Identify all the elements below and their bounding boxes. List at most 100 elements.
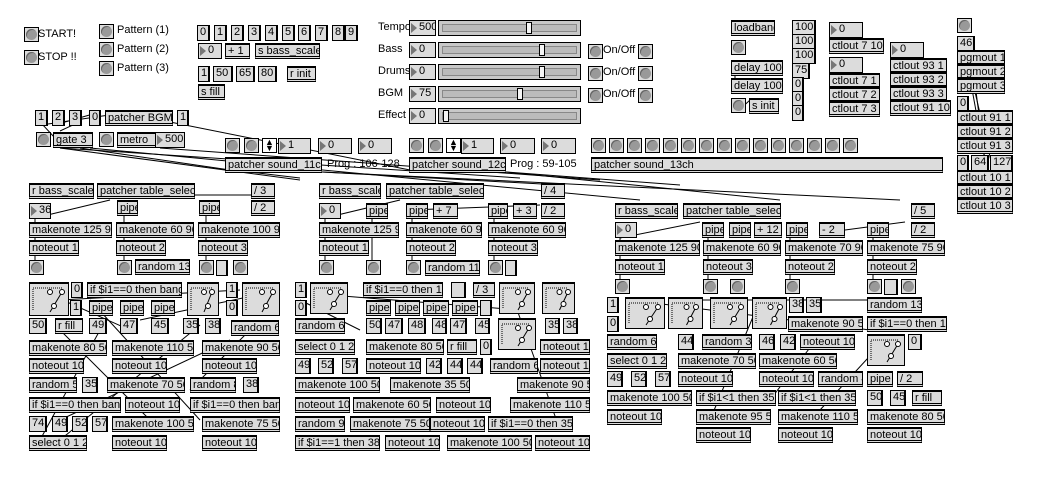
bang-button[interactable]	[663, 138, 678, 153]
object-box[interactable]: noteout 10	[29, 358, 84, 374]
object-box[interactable]: select 0 1 2	[29, 435, 87, 451]
number-box[interactable]: 0	[319, 203, 341, 219]
object-box[interactable]: / 2	[541, 203, 565, 219]
message-box[interactable]: 5	[282, 25, 295, 41]
number-box[interactable]: 1	[278, 138, 311, 154]
bang-button[interactable]	[807, 138, 822, 153]
object-box[interactable]: pipe	[786, 222, 808, 238]
bang-button[interactable]	[225, 138, 240, 153]
object-box[interactable]: delay 100	[731, 78, 783, 94]
message-box[interactable]: 0	[295, 300, 307, 316]
object-box[interactable]: random 6	[607, 334, 657, 350]
object-box[interactable]: / 2	[251, 200, 275, 216]
bang-button[interactable]	[588, 88, 603, 103]
object-box[interactable]: pipe	[729, 222, 751, 238]
slider-knob[interactable]	[539, 66, 545, 78]
object-box[interactable]: makenote 90 50	[202, 340, 280, 356]
object-box[interactable]: makenote 110 50	[510, 397, 590, 413]
gate-switch[interactable]	[710, 297, 748, 329]
object-box[interactable]: makenote 100 50	[447, 435, 532, 451]
message-box[interactable]: 1	[177, 110, 189, 126]
message-box[interactable]	[884, 279, 898, 295]
message-box[interactable]: 38	[563, 318, 578, 334]
object-box[interactable]: delay 100	[731, 60, 783, 76]
bang-button[interactable]	[638, 66, 653, 81]
message-box[interactable]: 9	[345, 25, 358, 41]
object-box[interactable]: ctlout 91 10	[890, 100, 951, 116]
object-box[interactable]: noteout 10	[759, 371, 814, 387]
object-box[interactable]: noteout 10	[366, 358, 421, 374]
object-box[interactable]: pipe	[199, 200, 220, 216]
bang-button[interactable]	[867, 279, 882, 294]
object-box[interactable]: makenote 100 90	[198, 222, 280, 238]
object-box[interactable]: makenote 80 50	[366, 339, 444, 355]
message-box[interactable]: 57	[342, 358, 358, 374]
message-box[interactable]: 1	[607, 297, 619, 313]
bang-button[interactable]	[638, 44, 653, 59]
number-box[interactable]: 0	[318, 138, 352, 154]
bang-button[interactable]	[244, 138, 259, 153]
bang-button[interactable]	[609, 138, 624, 153]
message-box[interactable]: 6	[298, 25, 311, 41]
bang-button[interactable]	[731, 98, 746, 113]
bang-button[interactable]	[588, 66, 603, 81]
object-box[interactable]: ctlout 91 3	[957, 138, 1013, 154]
message-box[interactable]: 42	[780, 334, 796, 350]
message-box[interactable]: 4	[265, 25, 278, 41]
object-box[interactable]: patcher BGM1	[105, 110, 173, 126]
number-box[interactable]: 0	[829, 57, 863, 73]
object-box[interactable]: pipe	[867, 222, 889, 238]
gate-switch[interactable]	[29, 282, 69, 316]
mixer-value-number-box[interactable]: 0	[409, 64, 436, 80]
message-box[interactable]: 0	[480, 339, 492, 355]
mixer-slider[interactable]	[438, 108, 581, 124]
object-box[interactable]: + 3	[513, 203, 537, 219]
object-box[interactable]: / 2	[911, 222, 935, 238]
object-box[interactable]: noteout 2	[785, 259, 835, 275]
object-box[interactable]: random 11	[425, 260, 480, 276]
message-box[interactable]: 64	[971, 155, 989, 171]
object-box[interactable]: pipe	[452, 300, 478, 316]
object-box[interactable]: makenote 100 50	[607, 390, 692, 406]
gate-switch[interactable]	[752, 297, 787, 329]
object-box[interactable]: if $i1==1 then 38	[295, 435, 380, 451]
message-box[interactable]: 35	[82, 377, 98, 393]
object-box[interactable]: pipe	[366, 203, 388, 219]
object-box[interactable]: pipe	[120, 300, 144, 316]
object-box[interactable]: makenote 70 50	[678, 353, 756, 369]
object-box[interactable]: makenote 60 90	[406, 222, 482, 238]
object-box[interactable]: noteout 10	[202, 435, 257, 451]
message-box[interactable]: 45	[890, 390, 906, 406]
object-box[interactable]: makenote 90 50	[788, 316, 863, 332]
object-box[interactable]: gate 3	[53, 132, 93, 148]
message-box[interactable]: 0	[71, 282, 83, 298]
message-box[interactable]: 38	[205, 318, 221, 334]
message-box[interactable]: 50	[29, 318, 47, 334]
message-box[interactable]: 42	[426, 358, 442, 374]
bang-button[interactable]	[615, 279, 630, 294]
bang-button[interactable]	[319, 260, 334, 275]
message-box[interactable]: 45	[475, 318, 490, 334]
slider-knob[interactable]	[526, 22, 533, 34]
mixer-slider[interactable]	[438, 20, 581, 36]
object-box[interactable]: + 1	[225, 43, 250, 59]
bang-button[interactable]	[488, 260, 503, 275]
message-box[interactable]: 3	[248, 25, 261, 41]
object-box[interactable]: makenote 60 50	[759, 353, 837, 369]
bang-button[interactable]	[771, 138, 786, 153]
object-box[interactable]: pipe	[117, 200, 138, 216]
gate-switch[interactable]	[310, 282, 348, 314]
message-box[interactable]: 45	[151, 318, 169, 334]
bang-button[interactable]	[99, 24, 114, 39]
object-box[interactable]: select 0 1 2	[295, 339, 355, 355]
bang-button[interactable]	[645, 138, 660, 153]
bang-button[interactable]	[99, 132, 114, 147]
slider-knob[interactable]	[517, 88, 524, 100]
message-box[interactable]: 0	[957, 155, 969, 171]
message-box[interactable]: 44	[467, 358, 483, 374]
message-box[interactable]: 35	[545, 318, 560, 334]
object-box[interactable]: makenote 125 90	[615, 240, 700, 256]
message-box[interactable]: 1	[70, 300, 82, 316]
object-box[interactable]: makenote 125 90	[29, 222, 112, 238]
object-box[interactable]: ctlout 10 3	[957, 198, 1013, 214]
